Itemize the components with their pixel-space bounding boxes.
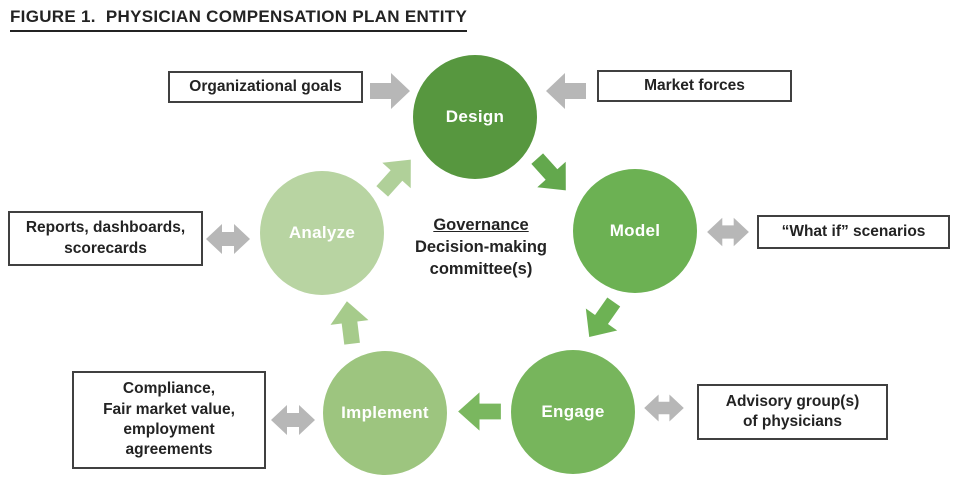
green-arrow-engage-to-implement-icon xyxy=(458,392,501,431)
callout-compliance-fmv: Compliance, Fair market value, employmen… xyxy=(72,371,266,469)
callout-organizational-goals: Organizational goals xyxy=(168,71,363,103)
gray-double-arrow-advisory-icon xyxy=(644,394,684,422)
governance-text-block: Governance Decision-making committee(s) xyxy=(381,215,581,280)
circle-analyze-label: Analyze xyxy=(288,223,356,242)
green-arrow-implement-to-analyze-icon xyxy=(330,301,369,345)
circle-model: Model xyxy=(573,169,697,293)
gray-double-arrow-compliance-icon xyxy=(271,405,315,435)
green-arrow-design-to-model-icon xyxy=(531,153,566,191)
circle-design: Design xyxy=(413,55,537,179)
green-arrow-analyze-to-design-icon xyxy=(376,159,411,197)
governance-heading: Governance xyxy=(433,216,529,234)
callout-reports-dashboards: Reports, dashboards, scorecards xyxy=(8,211,203,266)
green-arrow-model-to-engage-icon xyxy=(585,297,621,338)
callout-market-forces: Market forces xyxy=(597,70,792,102)
circle-engage-label: Engage xyxy=(541,402,605,421)
circle-analyze: Analyze xyxy=(260,171,384,295)
gray-arrow-market-forces-icon xyxy=(546,73,586,109)
gray-double-arrow-what-if-icon xyxy=(707,217,749,247)
callout-advisory-groups: Advisory group(s) of physicians xyxy=(697,384,888,440)
circle-implement: Implement xyxy=(323,351,447,475)
circle-model-label: Model xyxy=(609,221,661,240)
callout-what-if-scenarios: “What if” scenarios xyxy=(757,215,950,249)
circle-implement-label: Implement xyxy=(341,403,429,422)
circle-design-label: Design xyxy=(445,107,505,126)
figure-title: FIGURE 1. PHYSICIAN COMPENSATION PLAN EN… xyxy=(10,7,468,32)
circle-engage: Engage xyxy=(511,350,635,474)
gray-double-arrow-reports-icon xyxy=(206,224,250,254)
governance-subheading: Decision-making committee(s) xyxy=(414,237,548,278)
gray-arrow-organizational-goals-icon xyxy=(370,73,410,109)
